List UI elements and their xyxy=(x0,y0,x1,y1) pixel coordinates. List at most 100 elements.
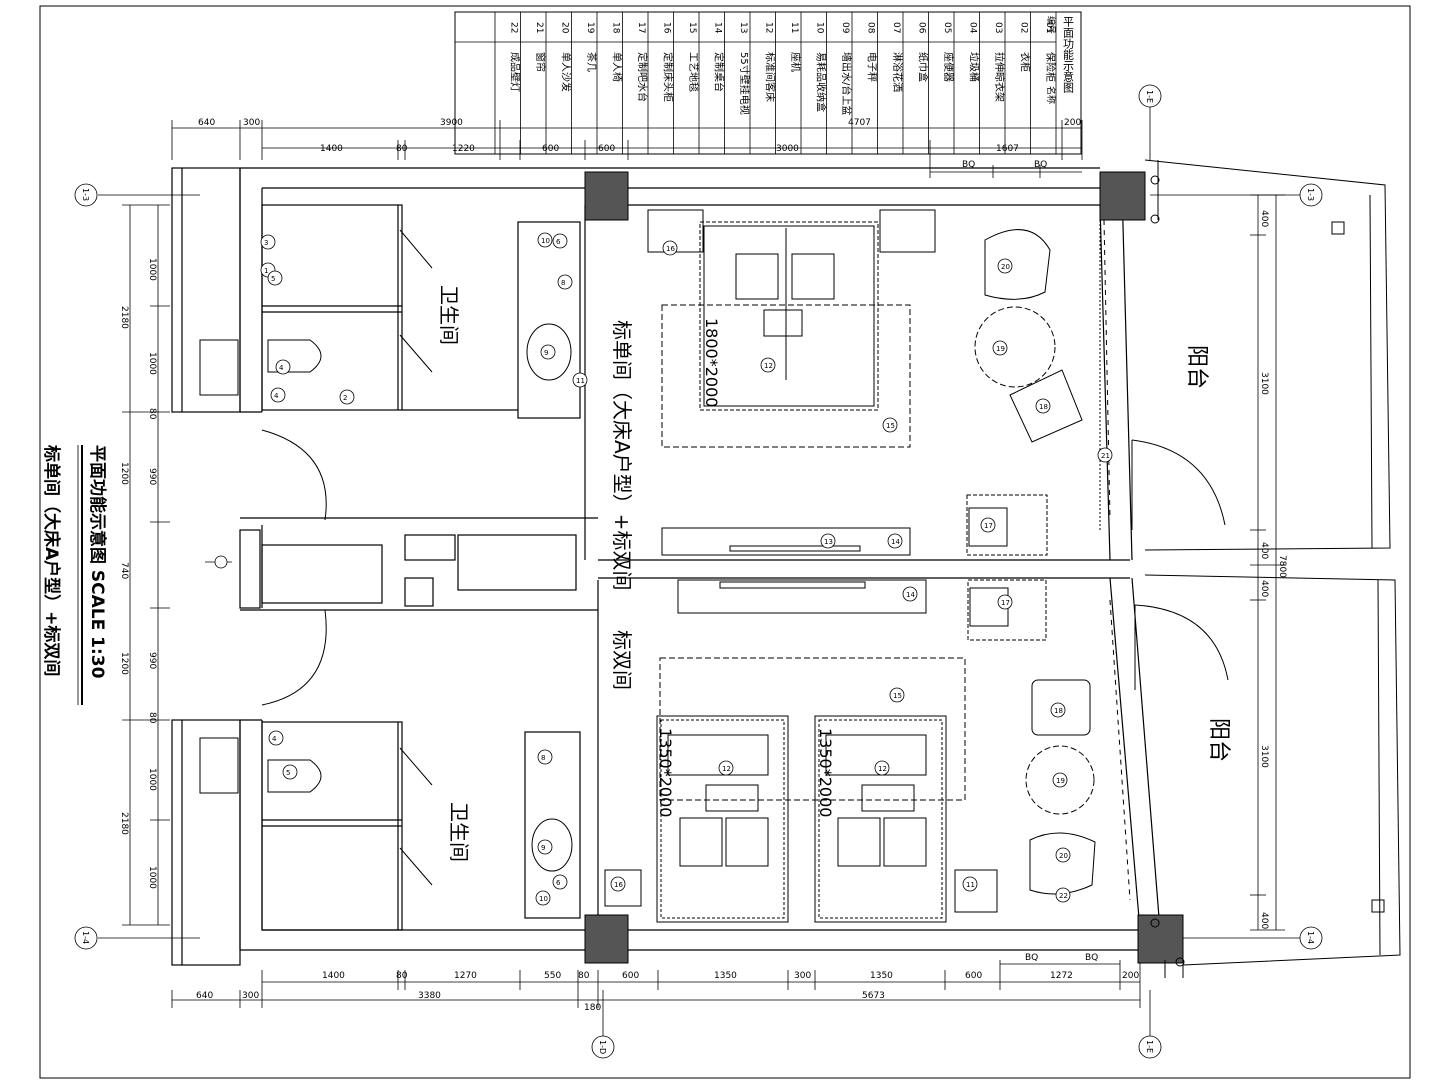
dim-bot-80a: 80 xyxy=(396,971,408,981)
legend-item-name: 纸巾盒 xyxy=(917,52,930,82)
dim-right-400a: 400 xyxy=(1259,210,1269,227)
legend-item-name: 55寸壁挂电视 xyxy=(738,52,751,115)
dim-left-1000b: 1000 xyxy=(147,352,157,375)
axis-tag-bottom-e: 1-E xyxy=(1145,1040,1154,1053)
legend-item-no: 16 xyxy=(662,22,672,34)
marker-label: 2 xyxy=(343,394,347,402)
legend-header-no: 编号 xyxy=(1045,16,1057,34)
legend-header-name: 名称 xyxy=(1045,86,1057,104)
marker-label: 18 xyxy=(1039,403,1048,411)
legend-item-no: 15 xyxy=(687,22,697,33)
marker-circle xyxy=(610,876,626,892)
marker-label: 11 xyxy=(576,377,585,385)
room-bath-top: 卫生间 xyxy=(437,285,461,345)
marker-label: 10 xyxy=(541,237,550,245)
marker-label: 20 xyxy=(1001,263,1010,271)
marker-circle xyxy=(552,233,568,249)
top-dimension-labels: 640 300 3900 4707 200 1400 80 1220 600 6… xyxy=(198,118,1081,170)
marker-circle xyxy=(662,240,678,256)
legend-item-no: 13 xyxy=(738,22,748,33)
marker-circle xyxy=(902,586,918,602)
legend-item-no: 06 xyxy=(917,22,927,34)
dim-top-4707: 4707 xyxy=(848,118,871,128)
marker-label: 3 xyxy=(264,239,268,247)
dim-right-3100b: 3100 xyxy=(1259,745,1269,768)
legend-item-name: 拉伸晾衣架 xyxy=(993,52,1006,102)
legend-item-name: 单人椅 xyxy=(611,52,624,82)
legend-item-name: 电子秤 xyxy=(866,52,879,82)
legend-item-name: 茶几 xyxy=(585,52,598,72)
dim-left-1200b: 1200 xyxy=(119,652,129,675)
marker-label: 12 xyxy=(764,362,773,370)
structural-columns xyxy=(584,171,1184,964)
dim-bot-300: 300 xyxy=(794,971,811,981)
dim-bot-bq1: BQ xyxy=(1025,953,1038,963)
marker-label: 4 xyxy=(279,364,284,372)
marker-circle xyxy=(1052,772,1068,788)
legend-item-no: 07 xyxy=(891,22,901,33)
marker-circle xyxy=(557,274,573,290)
marker-label: 9 xyxy=(544,349,548,357)
dim-top-1607: 1607 xyxy=(996,144,1019,154)
marker-circle xyxy=(1035,398,1051,414)
marker-circle xyxy=(820,533,836,549)
legend-item-name: 淋浴花洒 xyxy=(891,52,904,92)
axis-tags xyxy=(74,84,1323,1059)
legend-item-name: 座便器 xyxy=(942,52,955,82)
dim-bot-1270: 1270 xyxy=(454,971,477,981)
marker-circle xyxy=(1050,702,1066,718)
marker-label: 5 xyxy=(271,275,275,283)
dim-bot-200: 200 xyxy=(1122,971,1139,981)
dim-bot-bq2: BQ xyxy=(1085,953,1098,963)
left-dimensions xyxy=(122,204,170,926)
furniture xyxy=(199,209,1131,923)
dim-left-80b: 80 xyxy=(147,712,157,724)
legend-item-name: 易耗品收纳盒 xyxy=(815,52,828,112)
legend-item-name: 成品壁灯 xyxy=(509,52,522,92)
left-dimension-labels: 1000 1000 2180 80 990 1200 740 1200 990 … xyxy=(119,258,157,889)
legend-item-name: 衣柜 xyxy=(1019,52,1032,72)
dim-bot-550: 550 xyxy=(544,971,561,981)
marker-circle xyxy=(980,517,996,533)
balcony xyxy=(1131,159,1401,978)
marker-label: 5 xyxy=(286,769,290,777)
marker-label: 14 xyxy=(891,538,900,546)
dim-right-3100a: 3100 xyxy=(1259,372,1269,395)
furniture-markers: 3154498610211161215201918171413211417151… xyxy=(260,232,1113,906)
dim-top-1220: 1220 xyxy=(452,144,475,154)
legend-item-no: 20 xyxy=(560,22,570,34)
marker-label: 21 xyxy=(1101,452,1110,460)
room-twin: 标双间 xyxy=(610,630,634,690)
legend-item-no: 05 xyxy=(942,22,952,33)
axis-tag-right-4: 1-4 xyxy=(1306,931,1315,944)
legend-item-name: 标准间客床 xyxy=(764,52,777,102)
marker-circle xyxy=(572,372,588,388)
legend-item-name: 窗帘 xyxy=(534,52,547,72)
dim-top-640: 640 xyxy=(198,118,215,128)
marker-label: 12 xyxy=(878,765,887,773)
marker-circle xyxy=(270,387,286,403)
dim-right-400b: 400 xyxy=(1259,542,1269,559)
marker-circle xyxy=(268,730,284,746)
axis-tag-left-4: 1-4 xyxy=(81,931,90,944)
room-balcony-top: 阳台 xyxy=(1184,345,1209,389)
marker-label: 8 xyxy=(561,279,565,287)
walls xyxy=(171,167,1161,966)
dim-bot-600b: 600 xyxy=(965,971,982,981)
dim-top-600b: 600 xyxy=(598,144,615,154)
marker-circle xyxy=(1055,887,1071,903)
legend-item-no: 01 xyxy=(1044,22,1054,33)
dim-left-2180b: 2180 xyxy=(119,812,129,835)
marker-label: 6 xyxy=(556,238,561,246)
bottom-dimensions xyxy=(171,960,1141,1008)
marker-label: 20 xyxy=(1059,852,1068,860)
dim-bot-1350a: 1350 xyxy=(714,971,737,981)
axis-tag-labels: 1-E 1-D 1-E 1-3 1-4 1-3 1-4 xyxy=(81,90,1315,1054)
dim-right-7800: 7800 xyxy=(1277,555,1287,578)
dim-bot-1350b: 1350 xyxy=(870,971,893,981)
title-block: 平面功能示意图 SCALE 1:30 标单间（大床A户型）+标双间 xyxy=(41,445,108,705)
room-labels: 卫生间 卫生间 标单间（大床A户型）+标双间 标双间 阳台 阳台 1800*20… xyxy=(437,285,1231,862)
marker-label: 8 xyxy=(541,754,545,762)
marker-circle xyxy=(540,344,556,360)
marker-circle xyxy=(718,760,734,776)
